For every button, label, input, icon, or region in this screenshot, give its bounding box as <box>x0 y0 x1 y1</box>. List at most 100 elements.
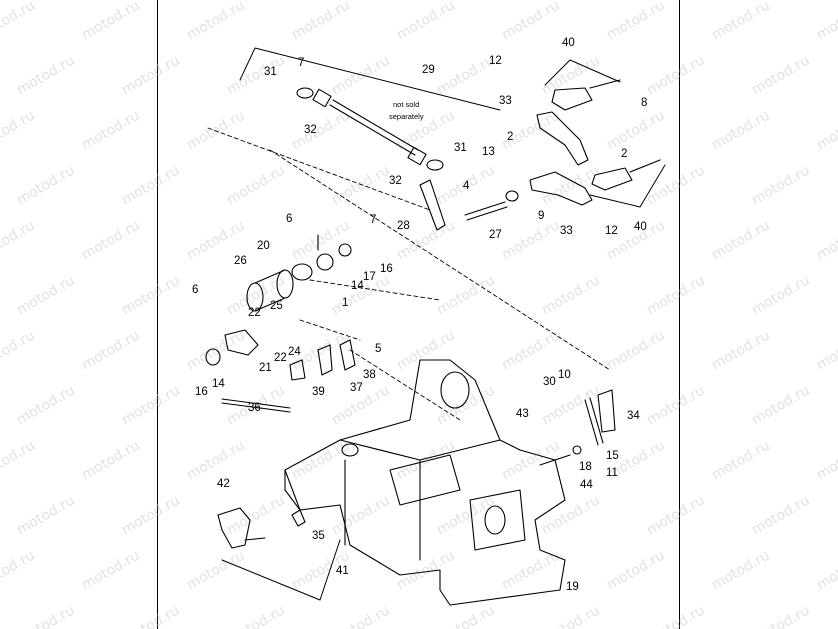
watermark-text: motod.ru <box>79 107 143 153</box>
part-label-30: 30 <box>543 376 556 388</box>
part-label-28: 28 <box>397 220 410 232</box>
part-label-40-2: 40 <box>634 221 647 233</box>
part-label-6: 6 <box>286 213 292 225</box>
watermark-text: motod.ru <box>184 547 248 593</box>
part-label-36: 36 <box>248 402 261 414</box>
watermark-text: motod.ru <box>224 492 288 538</box>
watermark-text: motod.ru <box>709 547 773 593</box>
part-label-20: 20 <box>257 240 270 252</box>
watermark-text: motod.ru <box>289 217 353 263</box>
watermark-text: motod.ru <box>709 107 773 153</box>
watermark-text: motod.ru <box>79 547 143 593</box>
watermark-text: motod.ru <box>814 217 838 263</box>
transmission-housing-part <box>284 359 566 606</box>
part-label-34: 34 <box>627 410 640 422</box>
watermark-text: motod.ru <box>749 162 813 208</box>
watermark-text: motod.ru <box>539 272 603 318</box>
shift-shaft-part <box>296 87 444 171</box>
part-label-42: 42 <box>217 478 230 490</box>
watermark-text: motod.ru <box>119 52 183 98</box>
detent-lever-part <box>217 507 306 549</box>
watermark-text: motod.ru <box>289 437 353 483</box>
watermark-text: motod.ru <box>814 327 838 373</box>
watermark-text: motod.ru <box>499 217 563 263</box>
part-label-2-2: 2 <box>621 148 627 160</box>
watermark-text: motod.ru <box>0 327 38 373</box>
watermark-text: motod.ru <box>14 52 78 98</box>
svg-text:separately: separately <box>389 112 424 121</box>
watermark-text: motod.ru <box>329 52 393 98</box>
part-label-4: 4 <box>463 180 470 192</box>
watermark-text: motod.ru <box>644 602 708 629</box>
watermark-text: motod.ru <box>749 602 813 629</box>
part-label-15: 15 <box>606 450 619 462</box>
watermark-text: motod.ru <box>709 437 773 483</box>
watermark-text: motod.ru <box>394 0 458 43</box>
watermark-text: motod.ru <box>394 437 458 483</box>
part-label-12-2: 12 <box>605 225 618 237</box>
watermark-text: motod.ru <box>79 0 143 43</box>
watermark-text: motod.ru <box>644 52 708 98</box>
part-label-17: 17 <box>363 271 376 283</box>
part-label-39: 39 <box>312 386 325 398</box>
shift-drum-part <box>205 234 356 413</box>
watermark-text: motod.ru <box>0 0 38 43</box>
watermark-text: motod.ru <box>119 272 183 318</box>
part-label-29: 29 <box>422 64 435 76</box>
watermark-text: motod.ru <box>289 0 353 43</box>
part-label-32-2: 32 <box>389 175 402 187</box>
not-sold-separately-note: not sold separately <box>389 100 424 121</box>
part-label-8: 8 <box>641 97 647 109</box>
part-number-labels: 1224566778910111212131414151616171819202… <box>192 37 647 593</box>
watermark-text: motod.ru <box>0 547 38 593</box>
part-label-7: 7 <box>298 57 304 69</box>
watermark-text: motod.ru <box>0 107 38 153</box>
watermark-text: motod.ru <box>814 547 838 593</box>
watermark-text: motod.ru <box>434 602 498 629</box>
watermark-text: motod.ru <box>394 327 458 373</box>
watermark-text: motod.ru <box>184 437 248 483</box>
watermark-text: motod.ru <box>289 107 353 153</box>
watermark-text: motod.ru <box>644 272 708 318</box>
watermark-text: motod.ru <box>14 602 78 629</box>
part-label-1: 1 <box>342 297 348 309</box>
watermark-text: motod.ru <box>224 602 288 629</box>
watermark-text: motod.ru <box>539 52 603 98</box>
watermark-text: motod.ru <box>224 52 288 98</box>
watermark-text: motod.ru <box>709 327 773 373</box>
part-label-21: 21 <box>259 362 272 374</box>
watermark-text: motod.ru <box>119 162 183 208</box>
part-label-6-2: 6 <box>192 284 198 296</box>
watermark-text: motod.ru <box>119 602 183 629</box>
pushrod-part <box>419 179 519 231</box>
watermark-text: motod.ru <box>79 327 143 373</box>
watermark-text: motod.ru <box>644 162 708 208</box>
part-label-31-2: 31 <box>454 142 467 154</box>
watermark-text: motod.ru <box>749 52 813 98</box>
part-label-35: 35 <box>312 530 325 542</box>
part-label-22: 22 <box>248 307 261 319</box>
part-label-25: 25 <box>270 300 283 312</box>
bracket-lines <box>221 47 666 601</box>
part-label-33-2: 33 <box>560 225 573 237</box>
watermark-text: motod.ru <box>604 107 668 153</box>
watermark-text: motod.ru <box>749 272 813 318</box>
watermark-text: motod.ru <box>814 437 838 483</box>
watermark-text: motod.ru <box>0 437 38 483</box>
watermark-text: motod.ru <box>184 0 248 43</box>
watermark-text: motod.ru <box>539 162 603 208</box>
shift-lever-parts <box>529 79 661 206</box>
part-label-12: 12 <box>489 55 502 67</box>
part-label-32: 32 <box>304 124 317 136</box>
part-label-19: 19 <box>566 581 579 593</box>
watermark-text: motod.ru <box>79 437 143 483</box>
part-label-31: 31 <box>264 66 277 78</box>
watermark-text: motod.ru <box>709 0 773 43</box>
watermark-text: motod.ru <box>644 492 708 538</box>
part-label-33: 33 <box>499 95 512 107</box>
watermark-text: motod.ru <box>749 382 813 428</box>
watermark-text: motod.ru <box>604 547 668 593</box>
part-label-16: 16 <box>380 263 393 275</box>
watermark-text: motod.ru <box>14 492 78 538</box>
